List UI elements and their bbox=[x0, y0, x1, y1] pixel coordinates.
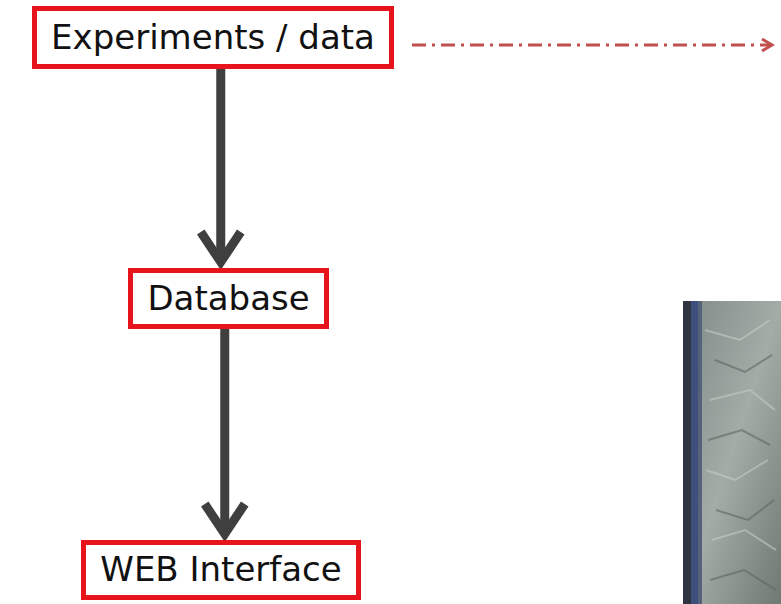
box-label: WEB Interface bbox=[100, 551, 341, 588]
flow-arrow bbox=[201, 69, 241, 262]
box-label: Experiments / data bbox=[51, 19, 375, 56]
process-box: Database bbox=[128, 268, 329, 329]
photo bbox=[683, 301, 781, 604]
flow-arrow bbox=[205, 329, 245, 534]
process-box: Experiments / data bbox=[32, 6, 394, 69]
box-label: Database bbox=[147, 280, 309, 317]
process-box: WEB Interface bbox=[81, 540, 361, 600]
dashed-arrow bbox=[412, 39, 772, 51]
